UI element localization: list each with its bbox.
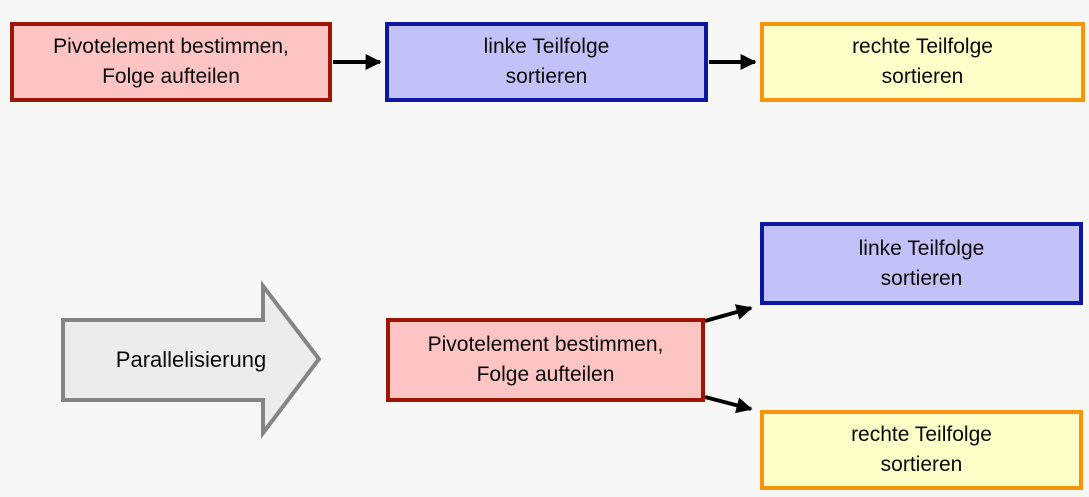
node-label-line: sortieren [880, 453, 963, 476]
node-par-left-subsequence: linke Teilfolge sortieren [760, 222, 1083, 305]
node-par-right-subsequence: rechte Teilfolge sortieren [760, 410, 1083, 490]
node-seq-right-subsequence: rechte Teilfolge sortieren [760, 22, 1085, 102]
node-label-line: sortieren [880, 266, 963, 290]
node-label-line: Folge aufteilen [476, 363, 615, 386]
node-label-line: sortieren [505, 65, 588, 88]
connector-par-pivot-to-right [704, 395, 753, 414]
node-label-line: sortieren [881, 65, 964, 88]
node-label-line: linke Teilfolge [483, 35, 610, 58]
node-par-pivot: Pivotelement bestimmen, Folge aufteilen [386, 318, 705, 402]
connector-par-pivot-to-left [704, 304, 753, 323]
node-seq-pivot: Pivotelement bestimmen, Folge aufteilen [10, 22, 332, 102]
node-label-line: Pivotelement bestimmen, [427, 333, 664, 356]
parallelisierung-label: Parallelisierung [115, 347, 267, 372]
node-label-line: rechte Teilfolge [851, 423, 992, 446]
node-label-line: Folge aufteilen [102, 65, 240, 88]
node-seq-left-subsequence: linke Teilfolge sortieren [385, 22, 708, 102]
node-label-line: Pivotelement bestimmen, [53, 35, 289, 58]
node-label-line: rechte Teilfolge [852, 35, 993, 58]
node-label-line: linke Teilfolge [858, 236, 985, 260]
